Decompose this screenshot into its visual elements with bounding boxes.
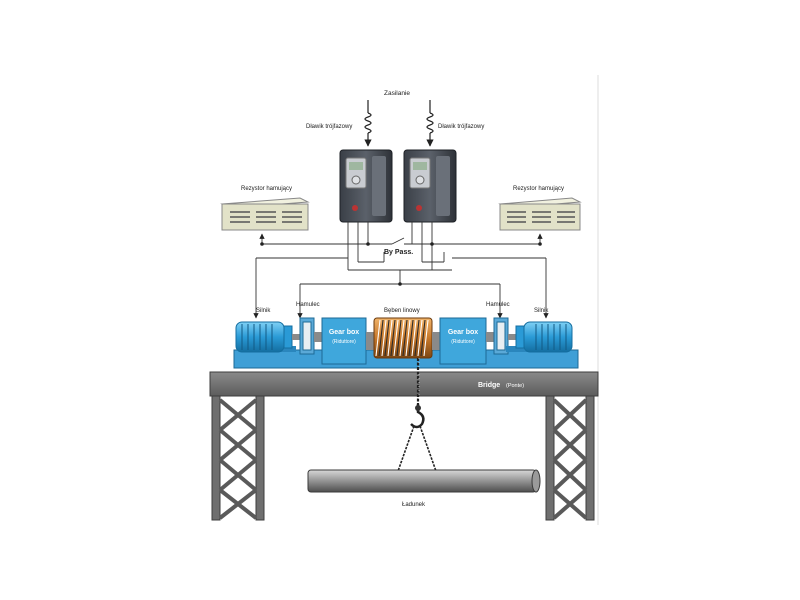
gearbox-right-title: Gear box (448, 329, 478, 336)
resistor-right-label: Rezystor hamujący (513, 186, 564, 192)
supply-label: Zasilanie (384, 90, 410, 97)
inverter-right (403, 149, 457, 223)
motor-right (506, 321, 573, 353)
choke-right (426, 100, 434, 147)
brake-right (486, 317, 509, 355)
brake-left (299, 317, 322, 355)
bridge-sub-label: (Ponte) (506, 383, 524, 389)
hoist-rope (416, 358, 420, 404)
gearbox-left (321, 317, 367, 365)
resistor-left-label: Rezystor hamujący (241, 186, 292, 192)
brake-left-label: Hamulec (296, 302, 320, 308)
gearbox-right (439, 317, 487, 365)
inverter-left (339, 149, 393, 223)
tower-left (211, 395, 265, 521)
drum-label: Bęben linowy (384, 308, 420, 314)
bridge-label: Bridge (478, 382, 500, 389)
rope-drum (366, 317, 440, 359)
gearbox-right-sub: (Riduttore) (451, 339, 475, 345)
resistor-right (498, 197, 582, 231)
bypass-label: By Pass. (384, 249, 413, 256)
hook (410, 404, 425, 429)
load-pipe (307, 469, 541, 493)
choke-right-label: Dławik trójfazowy (438, 124, 484, 130)
tower-right (545, 395, 595, 521)
brake-right-label: Hamulec (486, 302, 510, 308)
wiring-nodes (260, 242, 542, 286)
load-label: Ładunek (402, 502, 426, 508)
motor-left (235, 321, 302, 353)
motor-left-label: Silnik (256, 308, 271, 314)
resistor-left (220, 197, 310, 231)
gearbox-left-sub: (Riduttore) (332, 339, 356, 345)
bridge-beam (209, 371, 599, 397)
motor-right-label: Silnik (534, 308, 549, 314)
gearbox-left-title: Gear box (329, 329, 359, 336)
choke-left-label: Dławik trójfazowy (306, 124, 352, 130)
choke-left (364, 100, 372, 147)
